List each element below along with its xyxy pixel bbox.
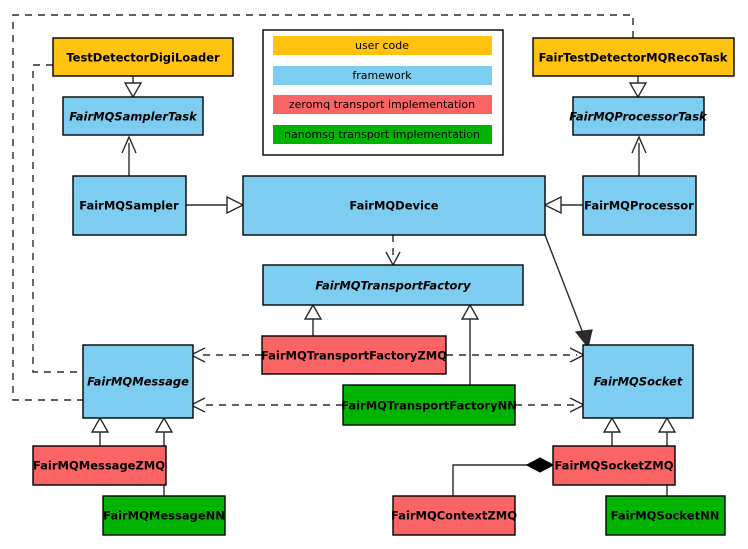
legend: user code framework zeromq transport imp… bbox=[262, 29, 504, 156]
arrowhead-tfzmq-to-transportfactory bbox=[303, 303, 323, 320]
node-label-fairmq-sampler: FairMQSampler bbox=[79, 199, 179, 213]
legend-label-zeromq: zeromq transport implementation bbox=[289, 98, 475, 111]
node-fairmq-message-nn[interactable]: FairMQMessageNN bbox=[102, 495, 226, 536]
node-label-test-detector-digi-loader: TestDetectorDigiLoader bbox=[66, 51, 220, 65]
node-box[interactable] bbox=[532, 37, 735, 77]
node-fairmq-message[interactable]: FairMQMessage bbox=[82, 344, 194, 419]
node-fairmq-transport-factory[interactable]: FairMQTransportFactory bbox=[262, 264, 524, 306]
node-label-fair-test-detector-mq-reco-task: FairTestDetectorMQRecoTask bbox=[539, 51, 728, 65]
node-label-fairmq-socket-zmq: FairMQSocketZMQ bbox=[555, 459, 674, 473]
node-box[interactable] bbox=[52, 37, 234, 77]
legend-label-framework: framework bbox=[352, 69, 412, 82]
node-box[interactable] bbox=[242, 175, 546, 236]
node-label-fairmq-message: FairMQMessage bbox=[87, 375, 189, 389]
arrowhead-messagenn-to-message bbox=[154, 416, 174, 433]
node-box[interactable] bbox=[342, 384, 516, 426]
node-layer: TestDetectorDigiLoader FairMQSamplerTask… bbox=[32, 37, 735, 536]
edge-contextzmq-to-socketzmq bbox=[452, 464, 534, 496]
node-box[interactable] bbox=[572, 96, 705, 136]
node-label-fairmq-context-zmq: FairMQContextZMQ bbox=[391, 509, 517, 523]
legend-swatch-framework bbox=[273, 66, 492, 85]
edge-recotask-to-message bbox=[12, 14, 634, 401]
node-fairmq-message-zmq[interactable]: FairMQMessageZMQ bbox=[32, 445, 167, 486]
node-box[interactable] bbox=[72, 175, 187, 236]
node-box[interactable] bbox=[62, 96, 204, 136]
node-box[interactable] bbox=[605, 495, 726, 536]
node-fair-test-detector-mq-reco-task[interactable]: FairTestDetectorMQRecoTask bbox=[532, 37, 735, 77]
arrowhead-messagezmq-to-message bbox=[90, 416, 110, 433]
node-label-fairmq-transport-factory-nn: FairMQTransportFactoryNN bbox=[341, 399, 517, 413]
node-label-fairmq-message-nn: FairMQMessageNN bbox=[103, 509, 225, 523]
node-box[interactable] bbox=[582, 175, 697, 236]
legend-label-nanomsg: nanomsg transport implementation bbox=[284, 128, 480, 141]
arrowhead-sampler-to-device bbox=[226, 195, 245, 215]
node-box[interactable] bbox=[582, 344, 694, 419]
node-fairmq-sampler[interactable]: FairMQSampler bbox=[72, 175, 187, 236]
composition-diamond-contextzmq bbox=[525, 457, 555, 473]
node-label-fairmq-transport-factory-zmq: FairMQTransportFactoryZMQ bbox=[261, 349, 447, 363]
legend-swatch-nanomsg bbox=[273, 125, 492, 144]
legend-label-user-code: user code bbox=[355, 39, 409, 52]
node-label-fairmq-transport-factory: FairMQTransportFactory bbox=[315, 279, 471, 293]
node-label-fairmq-socket-nn: FairMQSocketNN bbox=[611, 509, 720, 523]
arrowhead-processor-to-device bbox=[543, 195, 562, 215]
arrowhead-sampler-to-samplertask bbox=[121, 135, 137, 154]
node-fairmq-sampler-task[interactable]: FairMQSamplerTask bbox=[62, 96, 204, 136]
node-fairmq-transport-factory-nn[interactable]: FairMQTransportFactoryNN bbox=[341, 384, 517, 426]
edge-device-to-socket bbox=[544, 234, 587, 342]
node-fairmq-device[interactable]: FairMQDevice bbox=[242, 175, 546, 236]
node-fairmq-processor-task[interactable]: FairMQProcessorTask bbox=[569, 96, 708, 136]
node-fairmq-transport-factory-zmq[interactable]: FairMQTransportFactoryZMQ bbox=[261, 335, 447, 375]
arrowhead-tfnn-to-transportfactory bbox=[460, 303, 480, 320]
node-box[interactable] bbox=[392, 495, 516, 536]
node-box[interactable] bbox=[102, 495, 226, 536]
node-box[interactable] bbox=[82, 344, 194, 419]
arrowhead-processor-to-processortask bbox=[631, 135, 647, 154]
legend-swatch-zeromq bbox=[273, 95, 492, 114]
node-box[interactable] bbox=[552, 445, 676, 486]
node-box[interactable] bbox=[261, 335, 447, 375]
node-label-fairmq-sampler-task: FairMQSamplerTask bbox=[69, 110, 198, 124]
node-label-fairmq-processor-task: FairMQProcessorTask bbox=[569, 110, 708, 124]
node-fairmq-socket-zmq[interactable]: FairMQSocketZMQ bbox=[552, 445, 676, 486]
node-test-detector-digi-loader[interactable]: TestDetectorDigiLoader bbox=[52, 37, 234, 77]
node-label-fairmq-processor: FairMQProcessor bbox=[584, 199, 694, 213]
node-label-fairmq-device: FairMQDevice bbox=[349, 199, 438, 213]
node-fairmq-socket-nn[interactable]: FairMQSocketNN bbox=[605, 495, 726, 536]
legend-swatch-user-code bbox=[273, 36, 492, 55]
arrowhead-socketnn-to-socket bbox=[657, 416, 677, 433]
node-label-fairmq-socket: FairMQSocket bbox=[594, 375, 683, 389]
node-fairmq-context-zmq[interactable]: FairMQContextZMQ bbox=[391, 495, 517, 536]
node-label-fairmq-message-zmq: FairMQMessageZMQ bbox=[33, 459, 165, 473]
arrowhead-socketzmq-to-socket bbox=[602, 416, 622, 433]
node-fairmq-processor[interactable]: FairMQProcessor bbox=[582, 175, 697, 236]
node-box[interactable] bbox=[32, 445, 167, 486]
node-fairmq-socket[interactable]: FairMQSocket bbox=[582, 344, 694, 419]
arrowhead-device-to-socket bbox=[574, 329, 593, 349]
node-box[interactable] bbox=[262, 264, 524, 306]
arrowhead-recotask-to-processortask bbox=[628, 82, 648, 99]
arrowhead-digiloader-to-samplertask bbox=[123, 82, 143, 99]
